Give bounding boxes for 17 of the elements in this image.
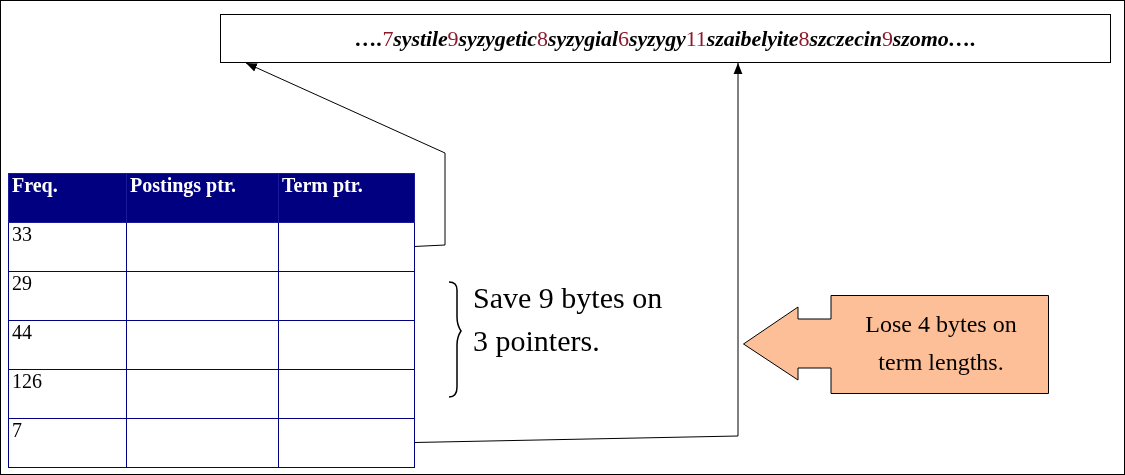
column-header: Term ptr. bbox=[282, 174, 363, 196]
column-header: Postings ptr. bbox=[130, 174, 236, 196]
frequency-value: 33 bbox=[12, 223, 32, 245]
savings-note: Save 9 bytes on 3 pointers. bbox=[473, 280, 663, 359]
arrow bbox=[413, 62, 743, 443]
callout-text: Lose 4 bytes on term lengths. bbox=[864, 310, 1018, 377]
frequency-value: 29 bbox=[12, 272, 32, 294]
term-pointer-cell bbox=[278, 418, 415, 468]
frequency-value: 126 bbox=[12, 370, 42, 392]
arrow bbox=[245, 62, 446, 247]
term-string: ….7systile9syzygetic8syzygial6syzygy11szaibelyite8szczecin9szomo…. bbox=[355, 25, 976, 52]
callout-arrow bbox=[743, 295, 1049, 394]
frequency-value: 44 bbox=[12, 321, 32, 343]
term-pointer-cell bbox=[278, 222, 415, 272]
frequency-value: 7 bbox=[12, 419, 22, 441]
column-header: Freq. bbox=[12, 174, 58, 196]
term-string-box bbox=[220, 14, 1111, 63]
